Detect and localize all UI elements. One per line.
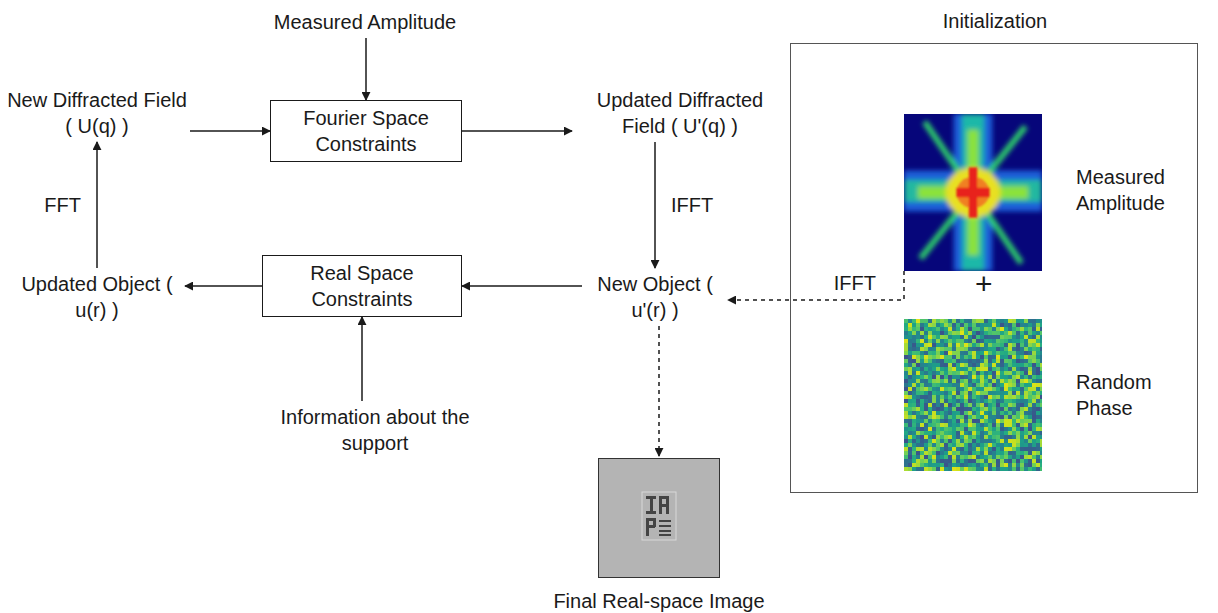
image-caption: Final Real-space Image [553,588,764,613]
process-box: Fourier Space Constraints [270,100,462,162]
flow-arrow [654,142,656,268]
flow-arrow [96,142,98,268]
result-image-art [598,458,720,578]
flow-arrow [190,130,270,132]
flow-arrow [462,130,572,132]
node-text: Measured Amplitude [235,9,495,35]
result-image: Final Real-space Image [598,458,720,578]
phase-image-art [904,319,1042,471]
transform-label: FFT [44,192,81,218]
node-text: Information about the support [245,404,505,456]
transform-label: IFFT [834,270,876,296]
field-label: Updated Diffracted Field ( U'(q) ) [575,87,785,139]
dashed-arrow [658,326,660,456]
amplitude-image-art [904,114,1042,271]
amplitude-image: Measured Amplitude [904,114,1042,271]
flow-arrow [185,285,262,287]
initialization-panel: InitializationMeasured AmplitudeRandom P… [790,43,1198,493]
node-text: New Diffracted Field ( U(q) ) [7,87,187,139]
node-text: Real Space Constraints [273,260,451,312]
panel-title: Initialization [943,8,1048,34]
node-text: Updated Object ( u(r) ) [12,271,182,323]
input-label: Measured Amplitude [235,9,495,35]
input-label: Information about the support [245,404,505,456]
transform-label: IFFT [671,192,713,218]
object-label: New Object ( u'(r) ) [585,271,725,323]
flow-arrow [462,285,582,287]
flow-arrow [361,317,363,401]
object-label: Updated Object ( u(r) ) [12,271,182,323]
node-text: New Object ( u'(r) ) [585,271,725,323]
flow-arrow [365,38,367,100]
dashed-arrow [728,271,904,300]
field-label: New Diffracted Field ( U(q) ) [7,87,187,139]
phase-image: Random Phase [904,319,1042,471]
plus-sign: + [975,264,993,303]
process-box: Real Space Constraints [262,255,462,317]
image-caption: Measured Amplitude [1076,164,1196,216]
node-text: Updated Diffracted Field ( U'(q) ) [575,87,785,139]
node-text: Fourier Space Constraints [281,105,451,157]
image-caption: Random Phase [1076,369,1196,421]
